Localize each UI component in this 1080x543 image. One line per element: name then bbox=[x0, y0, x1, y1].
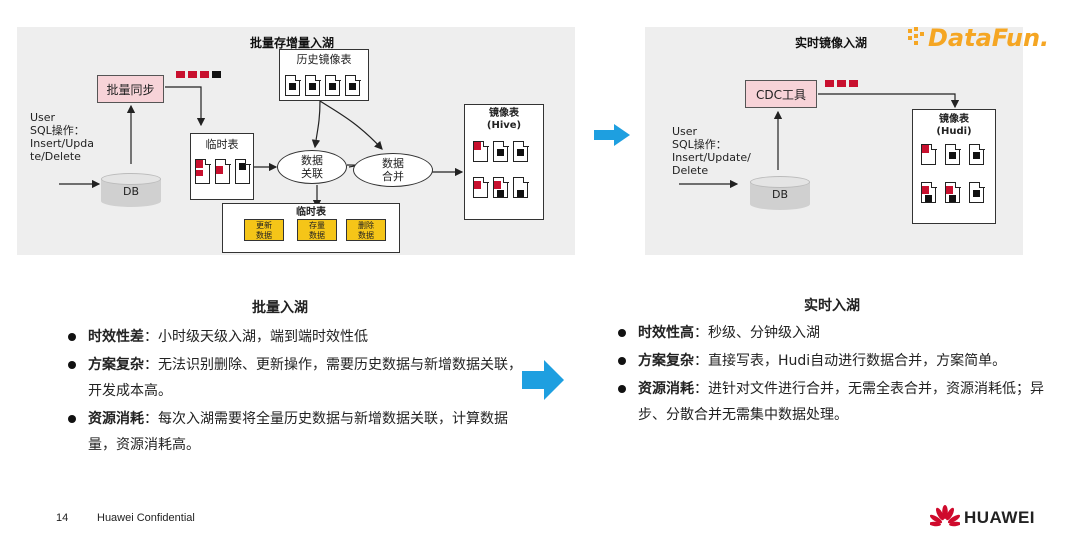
batch-db-label: DB bbox=[122, 185, 140, 198]
file-icon bbox=[969, 143, 985, 165]
file-icon bbox=[493, 176, 509, 198]
temp-table-bottom-label: 临时表 bbox=[296, 207, 326, 218]
realtime-bullet-list: 时效性高：秒级、分钟级入湖 方案复杂：直接写表，Hudi自动进行数据合并，方案简… bbox=[614, 320, 1059, 428]
red-marker bbox=[849, 80, 858, 87]
batch-bullet-list: 时效性差：小时级天级入湖，端到端时效性低 方案复杂：无法识别删除、更新操作，需要… bbox=[64, 324, 534, 458]
bullet-dot-icon bbox=[68, 333, 76, 341]
realtime-diagram-arrows bbox=[679, 93, 960, 189]
datafun-logo-text: DataFun. bbox=[928, 24, 1050, 52]
datafun-logo-icon bbox=[908, 27, 924, 45]
file-icon bbox=[969, 181, 985, 203]
file-icon bbox=[345, 74, 361, 96]
red-marker bbox=[176, 71, 185, 78]
file-icon bbox=[325, 74, 341, 96]
realtime-diagram-title: 实时镜像入湖 bbox=[795, 36, 868, 50]
file-icon bbox=[473, 176, 489, 198]
list-item: 方案复杂：直接写表，Hudi自动进行数据合并，方案简单。 bbox=[614, 348, 1059, 374]
list-item: 资源消耗：每次入湖需要将全量历史数据与新增数据关联，计算数据量，资源消耗高。 bbox=[64, 406, 534, 458]
bullet-dot-icon bbox=[618, 329, 626, 337]
file-icon bbox=[945, 143, 961, 165]
bullet-key: 方案复杂 bbox=[638, 353, 694, 369]
batch-db-icon: DB bbox=[101, 173, 161, 207]
data-merge-node: 数据 合并 bbox=[353, 153, 433, 187]
list-item: 方案复杂：无法识别删除、更新操作，需要历史数据与新增数据关联，开发成本高。 bbox=[64, 352, 534, 404]
file-icon bbox=[285, 74, 301, 96]
right-arrow-icon bbox=[522, 360, 564, 400]
file-icon bbox=[235, 158, 251, 184]
file-icon bbox=[493, 140, 509, 162]
bullet-key: 资源消耗 bbox=[88, 411, 144, 427]
hive-mirror-table-label: 镜像表 (Hive) bbox=[486, 108, 522, 131]
file-icon bbox=[473, 140, 489, 162]
right-arrow-icon bbox=[594, 124, 630, 146]
red-marker bbox=[837, 80, 846, 87]
temp-table-node: 临时表 bbox=[190, 133, 254, 200]
batch-sync-node: 批量同步 bbox=[97, 75, 164, 103]
list-item: 时效性高：秒级、分钟级入湖 bbox=[614, 320, 1059, 346]
bullet-key: 资源消耗 bbox=[638, 381, 694, 397]
existing-data-chip: 存量 数据 bbox=[297, 219, 337, 241]
bullet-text: ：直接写表，Hudi自动进行数据合并，方案简单。 bbox=[694, 353, 1007, 369]
hudi-mirror-table-label: 镜像表 (Hudi) bbox=[936, 114, 972, 137]
realtime-user-sql-label: User SQL操作： Insert/Update/ Delete bbox=[672, 125, 751, 177]
data-join-node: 数据 关联 bbox=[277, 150, 347, 184]
cdc-tool-label: CDC工具 bbox=[756, 87, 806, 102]
bullet-dot-icon bbox=[68, 415, 76, 423]
red-marker bbox=[825, 80, 834, 87]
history-mirror-table-label: 历史镜像表 bbox=[296, 53, 352, 66]
list-item: 时效性差：小时级天级入湖，端到端时效性低 bbox=[64, 324, 534, 350]
file-icon bbox=[195, 158, 211, 184]
file-icon bbox=[921, 181, 937, 203]
file-icon bbox=[215, 158, 231, 184]
batch-diagram-title: 批量存增量入湖 bbox=[250, 36, 335, 50]
batch-sync-label: 批量同步 bbox=[106, 82, 155, 97]
realtime-db-icon: DB bbox=[750, 176, 810, 210]
file-icon bbox=[513, 140, 529, 162]
history-mirror-table: 历史镜像表 bbox=[279, 49, 369, 101]
file-icon bbox=[921, 143, 937, 165]
bullet-key: 时效性差 bbox=[88, 329, 144, 345]
bullet-key: 方案复杂 bbox=[88, 357, 144, 373]
realtime-db-label: DB bbox=[771, 188, 789, 201]
list-item: 资源消耗：进针对文件进行合并，无需全表合并，资源消耗低；异步、分散合并无需集中数… bbox=[614, 376, 1059, 428]
hudi-mirror-table: 镜像表 (Hudi) bbox=[912, 109, 996, 224]
file-icon bbox=[513, 176, 529, 198]
bullet-text: ：无法识别删除、更新操作，需要历史数据与新增数据关联，开发成本高。 bbox=[88, 357, 522, 399]
hive-mirror-table: 镜像表 (Hive) bbox=[464, 104, 544, 220]
bullet-dot-icon bbox=[618, 357, 626, 365]
red-marker bbox=[188, 71, 197, 78]
huawei-flower-icon bbox=[930, 505, 960, 527]
bullet-dot-icon bbox=[618, 385, 626, 393]
bullet-text: ：秒级、分钟级入湖 bbox=[694, 325, 820, 341]
batch-section-title: 批量入湖 bbox=[252, 300, 308, 316]
file-icon bbox=[305, 74, 321, 96]
bullet-dot-icon bbox=[68, 361, 76, 369]
realtime-section-title: 实时入湖 bbox=[804, 298, 860, 314]
red-marker bbox=[200, 71, 209, 78]
file-icon bbox=[945, 181, 961, 203]
confidential-label: Huawei Confidential bbox=[97, 512, 195, 524]
black-marker bbox=[212, 71, 221, 78]
page-number: 14 bbox=[56, 512, 69, 524]
bullet-text: ：每次入湖需要将全量历史数据与新增数据关联，计算数据量，资源消耗高。 bbox=[88, 411, 508, 453]
batch-user-sql-label: User SQL操作： Insert/Upda te/Delete bbox=[30, 111, 95, 163]
huawei-brand-text: HUAWEI bbox=[964, 508, 1035, 527]
datafun-logo: DataFun. bbox=[906, 20, 1056, 56]
bullet-key: 时效性高 bbox=[638, 325, 694, 341]
bullet-text: ：小时级天级入湖，端到端时效性低 bbox=[144, 329, 368, 345]
delete-data-chip: 删除 数据 bbox=[346, 219, 386, 241]
temp-table-label: 临时表 bbox=[205, 138, 239, 151]
cdc-tool-node: CDC工具 bbox=[745, 80, 817, 108]
bullet-text: ：进针对文件进行合并，无需全表合并，资源消耗低；异步、分散合并无需集中数据处理。 bbox=[638, 381, 1044, 423]
huawei-logo: HUAWEI bbox=[930, 503, 1060, 533]
update-data-chip: 更新 数据 bbox=[244, 219, 284, 241]
